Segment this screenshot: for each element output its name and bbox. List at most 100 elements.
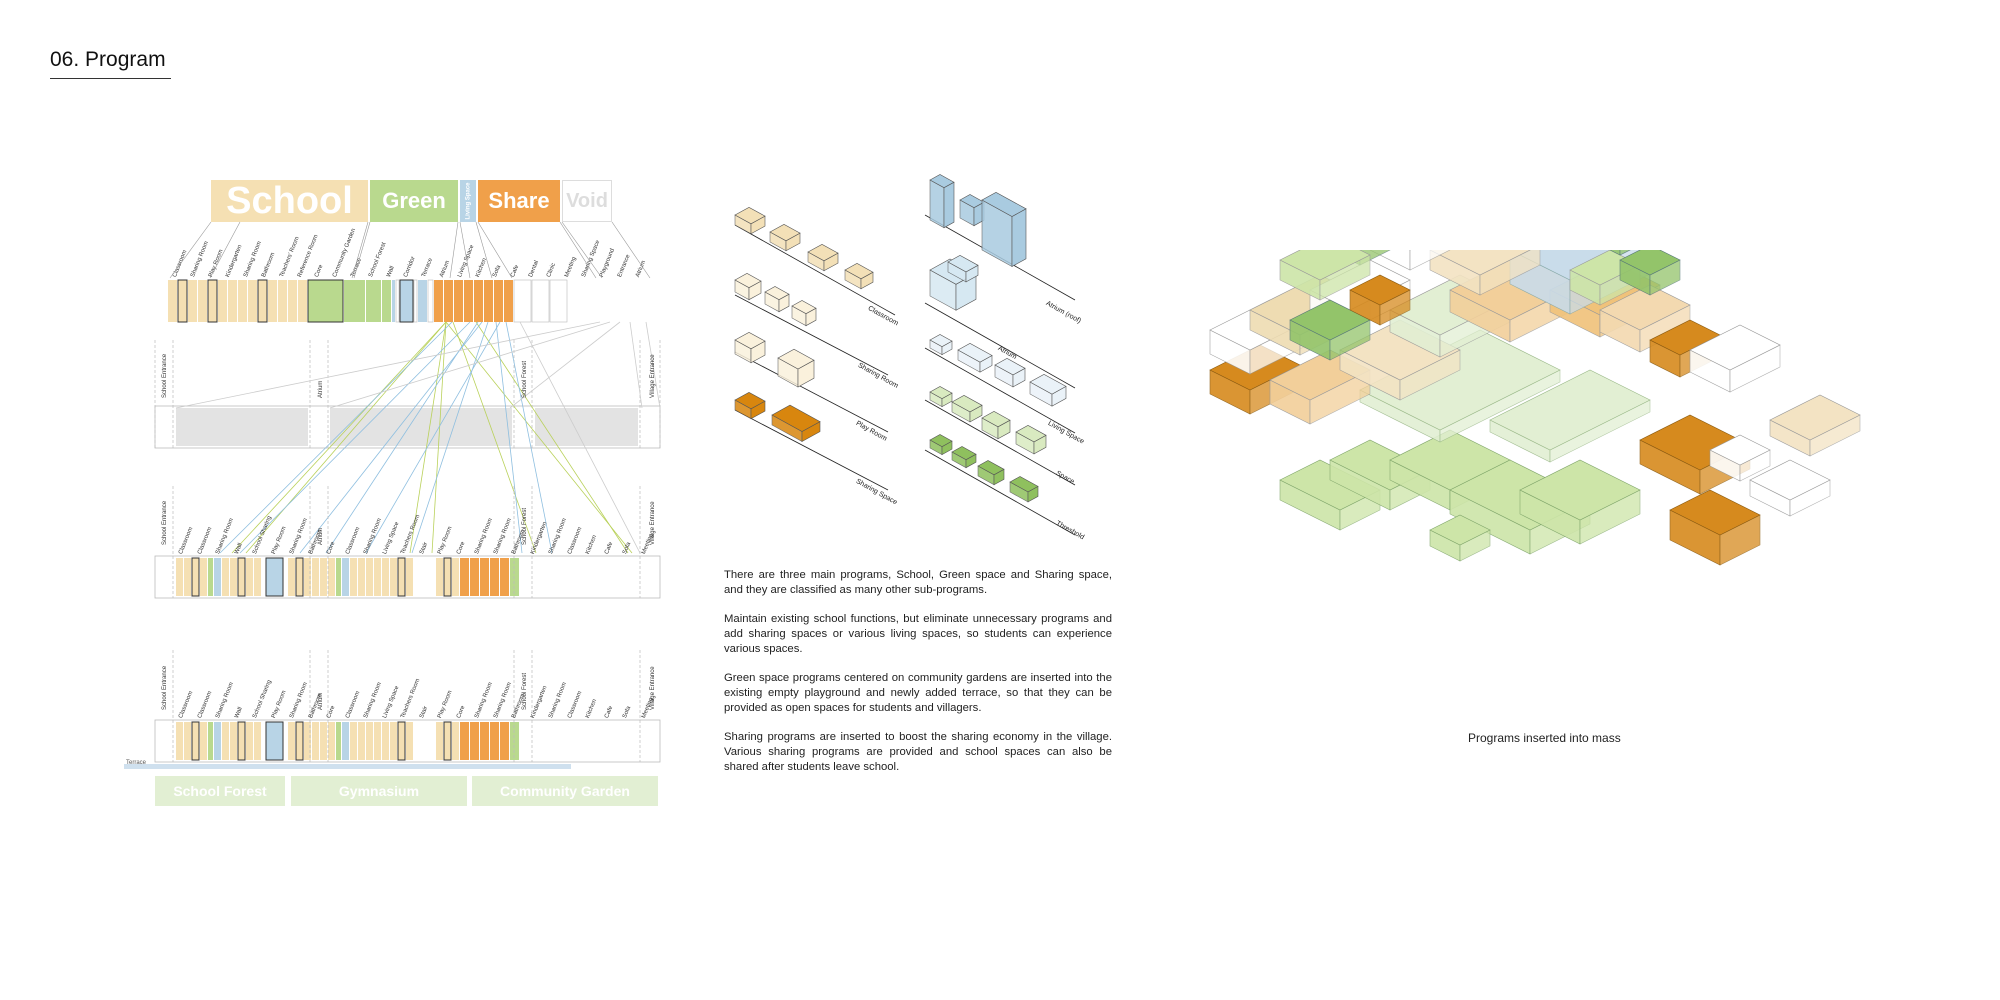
slab-block [929,174,955,229]
strip-cell [395,279,400,323]
row-cell [336,722,341,760]
slab-block [951,395,983,423]
row-cell [374,722,381,760]
row-cell [460,558,469,596]
strip-cell [427,279,434,323]
row-cell [480,558,489,596]
mass-caption: Programs inserted into mass [1468,731,1621,745]
row-cell [284,558,287,596]
zone-gymnasium-label: Gymnasium [338,783,420,799]
legend-fan-lines [169,221,651,279]
mass-block [1519,459,1641,545]
row-cell [382,722,389,760]
row-cell [328,722,335,760]
strip-cell [268,280,277,322]
slab-block [929,434,953,456]
row-cell [230,722,237,760]
strip-cell [248,280,257,322]
slab-block [1029,373,1067,407]
slab-block [764,286,790,313]
strip-cell [257,279,268,323]
mass-isometric [1209,250,1861,566]
row-cell [443,557,452,597]
row-cell [304,558,311,596]
row-cell [222,558,229,596]
strip-cell [278,280,287,322]
mass-block [1359,329,1561,443]
row-cell [237,721,246,761]
row-cell [500,722,509,760]
paragraph-3: Green space programs centered on communi… [724,672,1112,714]
legend-living: Living Space [460,180,476,222]
row-cell [342,558,349,596]
row-cell [460,722,469,760]
row-cell [366,558,373,596]
mass-block [1609,250,1631,256]
legend-school: School [211,180,368,222]
section-row-2 [154,486,661,599]
row-cell [490,558,499,596]
legend-share-label: Share [488,188,550,213]
row-cell [382,558,389,596]
strip-cell [198,280,207,322]
row-label: School Entrance [162,500,168,545]
strip-cell [484,280,493,322]
slab-boxes [734,174,1067,503]
row-cell [520,722,537,760]
strip-cell [549,279,568,323]
slab-block [734,206,766,235]
mass-block [1669,489,1761,566]
row-cell [246,722,253,760]
row-cell [390,558,397,596]
row-cell [288,558,295,596]
legend-void: Void [562,180,612,222]
row-cell [414,558,435,596]
strip-cell [392,280,395,322]
row-cell [320,722,327,760]
mass-block [1279,250,1371,301]
row-cell [500,558,509,596]
section-title: Program [85,48,166,71]
row-cell [406,558,413,596]
row-label: Village Entrance [650,354,656,398]
row-label: Atrium [318,380,324,398]
row-cell [366,722,373,760]
row-cell [414,722,435,760]
row-cell [176,722,183,760]
mass-block [1709,434,1771,482]
slab-lines [734,214,1076,536]
paragraph-1: There are three main programs, School, G… [724,569,1112,596]
strip-cell [494,280,503,322]
strip-cell [298,280,307,322]
row-frame [154,719,661,763]
row-cell [436,722,443,760]
row-cell [237,557,246,597]
paragraph-2: Maintain existing school functions, but … [724,613,1112,655]
row-cell [214,722,221,760]
row-cell [480,722,489,760]
terrace-band [124,764,571,769]
row-cell [397,557,406,597]
row-cell [295,721,304,761]
row-cell [336,558,341,596]
mass-block [1619,250,1681,296]
row-cell [452,722,459,760]
row-cell [214,558,221,596]
row-cell [262,558,265,596]
row-cell [158,722,175,760]
strip-cell [413,279,418,323]
row-cell [184,722,191,760]
row-cell [350,558,357,596]
row-label: School Entrance [162,665,168,710]
row-cell [510,558,519,596]
row-cell [328,558,335,596]
row-cell [246,558,253,596]
row-cell [436,558,443,596]
row-cell [350,722,357,760]
strip-cell [366,280,381,322]
row-cell [265,557,284,597]
slab-block [1015,425,1047,455]
slab-block [977,460,1005,486]
legend-school-label: School [226,179,353,222]
row-cell [470,558,479,596]
